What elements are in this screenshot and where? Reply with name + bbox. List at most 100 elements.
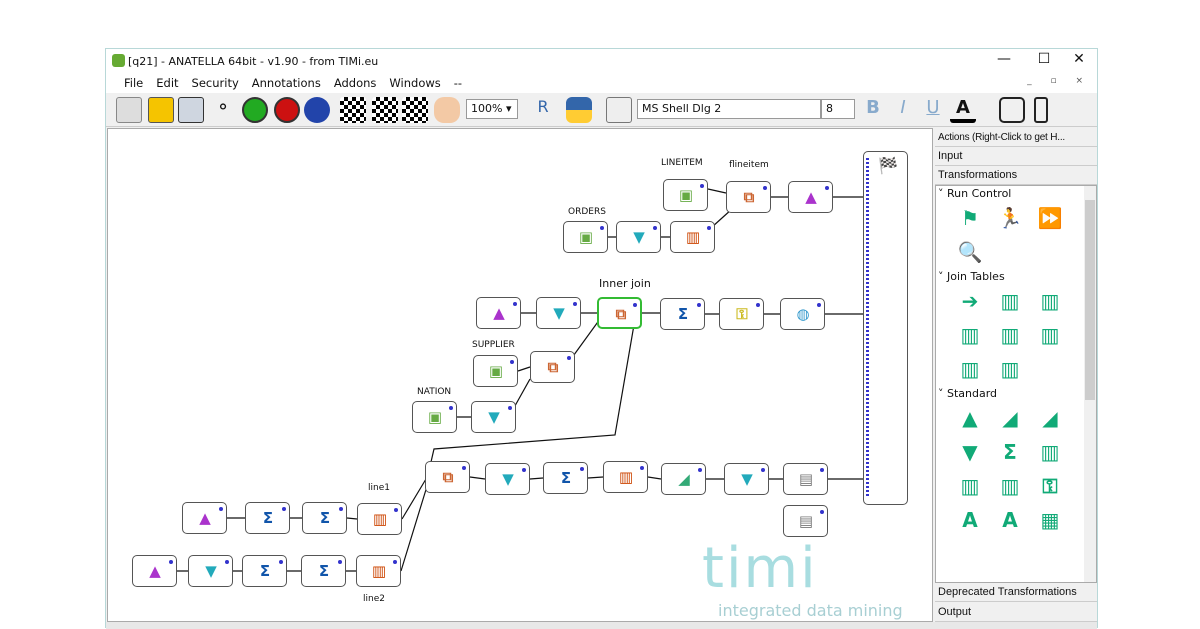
box-style-button[interactable] <box>999 97 1025 123</box>
output-port[interactable] <box>707 226 711 230</box>
output-port[interactable] <box>825 186 829 190</box>
menu-security[interactable]: Security <box>191 76 239 90</box>
run-flag-icon[interactable] <box>340 97 366 123</box>
play-button[interactable] <box>242 97 268 123</box>
group-header[interactable]: ˅ Standard <box>938 387 998 400</box>
output-port[interactable] <box>756 303 760 307</box>
group-header[interactable]: ˅ Run Control <box>938 187 1012 200</box>
group-header[interactable]: ˅ Join Tables <box>938 270 1005 283</box>
section-transformations[interactable]: Transformations <box>935 166 1097 185</box>
output-port[interactable] <box>697 303 701 307</box>
report-node[interactable]: ▤ <box>783 505 828 537</box>
columns-node[interactable]: ▥ <box>357 503 402 535</box>
key-node[interactable]: ⚿ <box>719 298 764 330</box>
key-icon[interactable]: ⚿ <box>1042 474 1058 498</box>
output-port[interactable] <box>820 510 824 514</box>
columns-x-icon[interactable]: ▥ <box>1040 440 1060 464</box>
columns-node[interactable]: ▥ <box>356 555 401 587</box>
flatten-icon[interactable]: ▥ <box>960 474 980 498</box>
fast-forward-icon[interactable]: ⏩ <box>1037 206 1063 230</box>
output-port[interactable] <box>513 302 517 306</box>
output-node[interactable]: ▲ <box>132 555 177 587</box>
output-port[interactable] <box>282 507 286 511</box>
output-node[interactable]: ▲ <box>182 502 227 534</box>
output-node[interactable]: ▲ <box>788 181 833 213</box>
output-port[interactable] <box>698 468 702 472</box>
output-port[interactable] <box>338 560 342 564</box>
wizard-hat-icon[interactable]: ▲ <box>962 406 978 430</box>
unflatten-icon[interactable]: ▥ <box>1000 474 1020 498</box>
join-node[interactable]: ⧉ <box>597 297 642 329</box>
minimize-button[interactable]: — <box>997 51 1011 67</box>
menu-annotations[interactable]: Annotations <box>251 76 321 90</box>
columns-node[interactable]: ▥ <box>670 221 715 253</box>
aggregate-node[interactable]: Σ <box>301 555 346 587</box>
output-port[interactable] <box>761 468 765 472</box>
python-icon[interactable] <box>566 97 592 123</box>
output-port[interactable] <box>394 508 398 512</box>
menu-windows[interactable]: Windows <box>389 76 441 90</box>
output-port[interactable] <box>580 467 584 471</box>
menu-more[interactable]: -- <box>453 76 463 90</box>
menu-file[interactable]: File <box>124 76 144 90</box>
open-icon[interactable] <box>148 97 174 123</box>
join-cdr-icon[interactable]: ▥ <box>1040 323 1060 347</box>
output-port[interactable] <box>522 468 526 472</box>
output-port[interactable] <box>339 507 343 511</box>
output-port[interactable] <box>820 468 824 472</box>
multi-sort-icon[interactable]: ◢ <box>1042 406 1058 430</box>
import-node[interactable]: ▣ <box>563 221 608 253</box>
import-node[interactable]: ▣ <box>473 355 518 387</box>
join-node[interactable]: ⧉ <box>425 461 470 493</box>
globe-node[interactable]: ◍ <box>780 298 825 330</box>
sort-az-icon[interactable]: ◢ <box>1002 406 1018 430</box>
sort-node[interactable]: ◢ <box>661 463 706 495</box>
r-icon[interactable]: R <box>537 97 549 116</box>
output-port[interactable] <box>640 466 644 470</box>
output-port[interactable] <box>279 560 283 564</box>
output-port[interactable] <box>449 406 453 410</box>
join-node[interactable]: ⧉ <box>530 351 575 383</box>
output-port[interactable] <box>763 186 767 190</box>
output-port[interactable] <box>567 356 571 360</box>
font-select[interactable]: MS Shell Dlg 2 <box>637 99 821 119</box>
output-port[interactable] <box>219 507 223 511</box>
output-port[interactable] <box>225 560 229 564</box>
aggregate-node[interactable]: Σ <box>242 555 287 587</box>
save-icon[interactable] <box>178 97 204 123</box>
aggregate-node[interactable]: Σ <box>543 462 588 494</box>
output-port[interactable] <box>510 360 514 364</box>
columns-node[interactable]: ▥ <box>603 461 648 493</box>
import-node[interactable]: ▣ <box>412 401 457 433</box>
join-node[interactable]: ⧉ <box>726 181 771 213</box>
output-port[interactable] <box>169 560 173 564</box>
filter-funnel-icon[interactable]: ▼ <box>962 440 978 464</box>
output-port[interactable] <box>462 466 466 470</box>
menu-addons[interactable]: Addons <box>333 76 377 90</box>
maximize-button[interactable]: ☐ <box>1037 51 1051 67</box>
merge-arrow-icon[interactable]: ➔ <box>961 289 979 313</box>
aggregate-node[interactable]: Σ <box>302 502 347 534</box>
output-port[interactable] <box>653 226 657 230</box>
run-flag-3-icon[interactable] <box>402 97 428 123</box>
aggregate-node[interactable]: Σ <box>660 298 705 330</box>
output-collector-node[interactable]: 🏁 <box>863 151 908 505</box>
output-port[interactable] <box>817 303 821 307</box>
filter-node[interactable]: ▼ <box>188 555 233 587</box>
zoom-select[interactable]: 100% ▾ <box>466 99 518 119</box>
face-icon[interactable] <box>434 97 460 123</box>
menu-edit[interactable]: Edit <box>156 76 179 90</box>
output-port[interactable] <box>508 406 512 410</box>
output-port[interactable] <box>700 184 704 188</box>
output-port[interactable] <box>393 560 397 564</box>
output-port[interactable] <box>573 302 577 306</box>
font-size-select[interactable]: 8 <box>821 99 855 119</box>
output-port[interactable] <box>633 303 637 307</box>
aggregate-node[interactable]: Σ <box>245 502 290 534</box>
text-color-button[interactable]: A <box>950 97 976 123</box>
runner-icon[interactable]: 🏃 <box>997 206 1023 230</box>
report-node[interactable]: ▤ <box>783 463 828 495</box>
rename-a-icon[interactable]: A <box>962 508 978 532</box>
import-node[interactable]: ▣ <box>663 179 708 211</box>
stop-button[interactable] <box>274 97 300 123</box>
